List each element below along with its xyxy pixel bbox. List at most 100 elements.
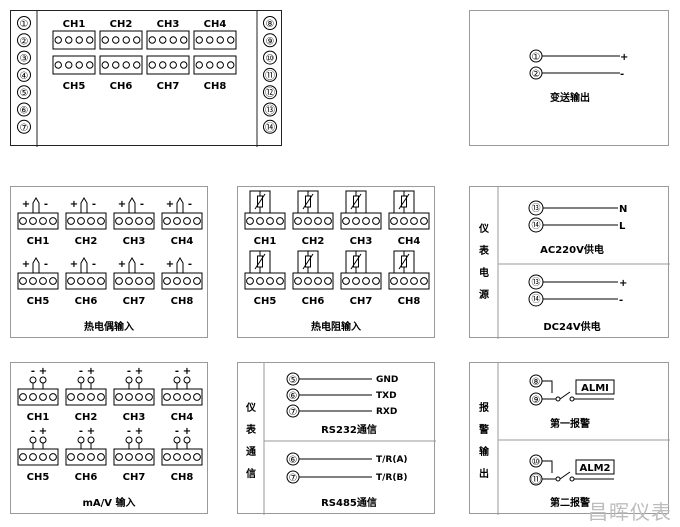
thermocouple-connector-ch4 xyxy=(161,212,203,230)
mav-input-ring xyxy=(87,436,95,444)
rtd-connector-ch3 xyxy=(340,212,382,230)
ac-terminal-14: ⑭ xyxy=(531,220,540,231)
main-left-terminal-ring xyxy=(17,85,31,100)
mav-connector-ch3-pin xyxy=(135,393,143,401)
alarm-side-label-1: 报 xyxy=(479,401,489,414)
mav-minus: - xyxy=(127,366,131,377)
mav-minus: - xyxy=(31,426,35,437)
mav-title: mA/V 输入 xyxy=(82,496,135,509)
dc-label-plus: + xyxy=(619,278,627,289)
power-side-label-3: 电 xyxy=(479,266,489,279)
mav-connector-ch6-pin xyxy=(97,453,105,461)
rtd-channel-label: CH1 xyxy=(254,236,277,247)
alarm-graphic: 报 警 输 出 ⑧ ⑨ ALMI 第一报警 ⑩ ⑪ ALM2 第二报警 xyxy=(478,363,670,515)
transmit-output-panel: ① ② + - 变送输出 xyxy=(469,10,669,146)
main-right-terminal-ring xyxy=(263,67,277,82)
main-left-terminal-6: ⑥ xyxy=(20,106,29,117)
rtd-connector-ch2-pin xyxy=(324,217,332,225)
thermocouple-connector-ch5-pin xyxy=(39,277,47,285)
mav-minus: - xyxy=(79,426,83,437)
mav-connector-ch4-pin xyxy=(163,393,171,401)
mav-input-ring xyxy=(125,436,133,444)
rtd-lead xyxy=(404,250,415,273)
main-bottom-connector-pin xyxy=(101,61,109,69)
dc-label-minus: - xyxy=(619,295,623,306)
rtd-channel-label: CH8 xyxy=(398,296,421,307)
thermocouple-channel-label: CH2 xyxy=(75,236,98,247)
mav-channel-label: CH2 xyxy=(75,412,98,423)
rtd-lead xyxy=(356,250,367,273)
main-bottom-connector-pin xyxy=(148,61,156,69)
rtd-title: 热电阻输入 xyxy=(311,320,361,333)
main-top-connector-pin xyxy=(227,36,235,44)
thermocouple-plus: + xyxy=(118,199,126,210)
main-bottom-connector-pin xyxy=(54,61,62,69)
rs485-terminal-6: ⑥ xyxy=(289,455,298,466)
mav-minus: - xyxy=(31,366,35,377)
mav-channel-label: CH4 xyxy=(171,412,194,423)
thermocouple-channel-label: CH5 xyxy=(27,296,50,307)
rs485-label-b: T/R(B) xyxy=(376,473,407,483)
main-top-connector-pin xyxy=(86,36,94,44)
thermocouple-connector-ch3-pin xyxy=(115,217,123,225)
mav-connector-ch8-pin xyxy=(163,453,171,461)
thermocouple-minus: - xyxy=(44,259,48,270)
mav-connector-ch3-pin xyxy=(145,393,153,401)
thermocouple-connector-ch3-pin xyxy=(145,217,153,225)
rtd-channel-label: CH4 xyxy=(398,236,421,247)
mav-minus: - xyxy=(127,426,131,437)
main-bottom-channel-label: CH7 xyxy=(157,81,180,92)
main-top-connector-pin xyxy=(54,36,62,44)
mav-input-ring xyxy=(29,436,37,444)
alm1-terminal-9: ⑨ xyxy=(532,395,541,406)
thermocouple-plus: + xyxy=(166,259,174,270)
thermocouple-connector-ch7 xyxy=(113,272,155,290)
thermocouple-minus: - xyxy=(44,199,48,210)
thermocouple-plus: + xyxy=(70,259,78,270)
thermocouple-channel-label: CH4 xyxy=(171,236,194,247)
mav-plus: + xyxy=(87,426,95,437)
rtd-resistor-arrow xyxy=(302,253,314,270)
main-top-connector-pin xyxy=(195,36,203,44)
rtd-resistor-arrow xyxy=(398,253,410,270)
thermocouple-plus: + xyxy=(22,259,30,270)
thermocouple-connector-ch8-pin xyxy=(163,277,171,285)
power-side-label-1: 仪 xyxy=(478,223,490,235)
mav-connector-ch6-pin xyxy=(77,453,85,461)
mav-connector-ch8-pin xyxy=(183,453,191,461)
transmit-output-title: 变送输出 xyxy=(550,91,590,104)
rtd-connector-ch5-pin xyxy=(246,277,254,285)
dc-terminal-14: ⑭ xyxy=(531,294,540,305)
thermocouple-junction xyxy=(32,197,40,213)
mav-input-ring xyxy=(39,436,47,444)
rtd-lead xyxy=(260,190,271,213)
mav-input-ring xyxy=(125,376,133,384)
rtd-lead xyxy=(308,250,319,273)
thermocouple-junction xyxy=(176,197,184,213)
rs232-label-rxd: RXD xyxy=(376,407,397,417)
main-top-connector-pin xyxy=(159,36,167,44)
mav-plus: + xyxy=(39,426,47,437)
alm1-terminal-8: ⑧ xyxy=(532,377,541,388)
main-right-terminal-ring xyxy=(263,50,277,65)
rtd-connector-ch3-pin xyxy=(362,217,370,225)
rtd-lead xyxy=(249,190,260,213)
main-bottom-connector-pin xyxy=(180,61,188,69)
main-right-terminal-ring xyxy=(263,33,277,48)
main-right-terminal-14: ⑭ xyxy=(265,122,275,134)
main-right-terminal-9: ⑨ xyxy=(266,36,275,47)
rtd-connector-ch3-pin xyxy=(372,217,380,225)
thermocouple-minus: - xyxy=(140,259,144,270)
power-graphic: 仪 表 电 源 ⑬ ⑭ N L AC220V供电 ⑬ ⑭ + - DC24V供电 xyxy=(478,187,670,339)
rtd-lead xyxy=(345,250,356,273)
rtd-lead xyxy=(249,250,260,273)
thermocouple-junction xyxy=(128,257,136,273)
main-bottom-connector xyxy=(193,55,237,75)
mav-connector-ch5 xyxy=(17,448,59,466)
mav-input-ring xyxy=(135,436,143,444)
mav-connector-ch3-pin xyxy=(115,393,123,401)
alarm-side-label-2: 警 xyxy=(478,423,489,436)
watermark-logo: 昌晖仪表 xyxy=(588,500,672,524)
rtd-connector-ch1-pin xyxy=(266,217,274,225)
main-top-connector-pin xyxy=(133,36,141,44)
